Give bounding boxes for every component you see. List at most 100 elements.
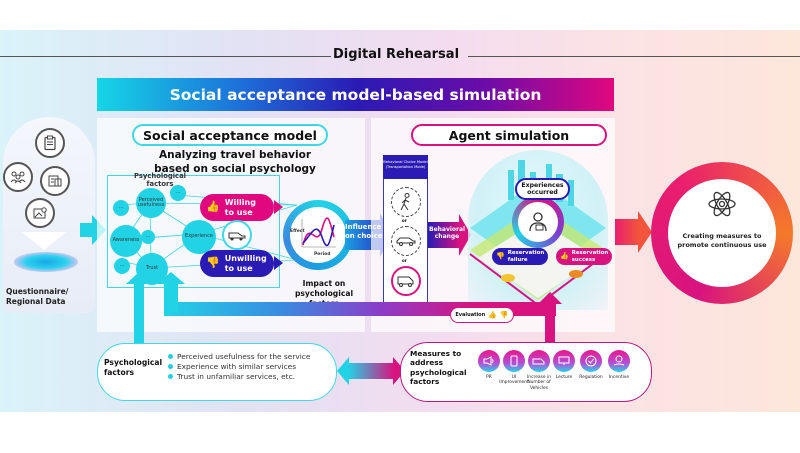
bullet-dot xyxy=(168,364,173,370)
unwilling-label: Unwilling to use xyxy=(224,254,267,273)
unwilling-arrow-head xyxy=(274,256,283,270)
agent-feedback-arrow-head xyxy=(538,292,562,304)
list-item: Experience with similar services xyxy=(168,362,310,372)
outcome-arrow xyxy=(615,219,639,245)
clipboard-icon xyxy=(35,128,65,158)
smartphone-icon xyxy=(503,350,525,372)
measure-label-pr: PR xyxy=(486,375,492,380)
thumbs-up-icon: 👍 xyxy=(206,200,220,214)
reservation-success-badge: 👍 Reservation success xyxy=(556,248,612,265)
input-label-line2: Regional Data xyxy=(6,297,66,307)
map-pin-icon xyxy=(25,198,55,228)
outcome-line1: Creating measures to xyxy=(682,232,762,240)
subtitle-line2: based on social psychology xyxy=(154,162,316,175)
thumbs-down-icon: 👎 xyxy=(496,252,505,261)
down-arrow xyxy=(22,232,66,250)
thumbs-down-icon: 👎 xyxy=(499,311,509,319)
digital-rehearsal-title: Digital Rehearsal xyxy=(333,47,460,62)
network-title-line2: factors xyxy=(146,180,174,189)
outcome-line2: promote continuous use xyxy=(677,240,767,249)
van-option-icon xyxy=(391,266,421,296)
data-platform xyxy=(14,252,78,272)
thumbs-up-icon: 👍 xyxy=(560,252,569,261)
bullet-dot xyxy=(168,374,173,380)
reservation-failure-label: Reservation failure xyxy=(507,250,545,263)
network-node-perceived-usefulness: Perceived usefulness xyxy=(136,188,166,218)
outcome-center xyxy=(668,179,776,287)
title-divider-left xyxy=(0,56,331,57)
measure-label-increase-vehicles: Increase in Number of Vehicles xyxy=(527,375,551,391)
graph-period-label: Period xyxy=(314,252,331,257)
or-label: or xyxy=(402,258,407,263)
person-laptop-icon xyxy=(518,202,558,242)
evaluation-label: Evaluation xyxy=(455,312,486,318)
willing-label: Willing to use xyxy=(224,198,256,217)
measures-title: Measures to address psychological factor… xyxy=(410,349,467,387)
impact-graph xyxy=(290,207,346,263)
choice-model-line2: (Transportation Mode) xyxy=(385,165,426,170)
measures-title-line4: factors xyxy=(410,377,440,387)
measure-label-regulation: Regulation xyxy=(579,375,603,380)
willing-to-use-badge: 👍 Willing to use xyxy=(200,194,274,221)
influence-label: Influence on choices xyxy=(345,223,387,240)
walking-icon xyxy=(391,187,421,217)
list-item: Perceived usefulness for the service xyxy=(168,352,310,362)
network-node-experience: Experience xyxy=(182,220,216,254)
graph-effect-label: Effect xyxy=(290,229,305,234)
building-icon xyxy=(40,166,70,196)
bullet-dot xyxy=(168,354,173,360)
psych-link-arrow-head xyxy=(126,272,152,284)
psych-network-box xyxy=(107,175,280,288)
network-title: Psychological factors xyxy=(125,172,195,189)
measure-label-ui-improvement: UI Improvement xyxy=(499,375,529,386)
agent-feedback-line xyxy=(545,304,555,344)
feedback-loop-corner xyxy=(164,282,178,312)
reservation-success-label: Reservation success xyxy=(571,250,609,263)
feedback-arrow-head xyxy=(157,272,185,284)
evaluation-badge: Evaluation 👍 👎 xyxy=(450,307,514,323)
input-label: Questionnaire/ Regional Data xyxy=(6,287,68,307)
network-node-ellipsis: ... xyxy=(170,185,186,201)
social-model-subtitle: Analyzing travel behavior based on socia… xyxy=(150,149,320,176)
coin-hand-icon xyxy=(608,350,630,372)
double-arrow-left-head xyxy=(337,357,349,385)
thumbs-up-icon: 👍 xyxy=(488,311,497,319)
outcome-arrow-head xyxy=(638,211,652,253)
measures-title-line3: psychological xyxy=(410,367,467,377)
bullet-text: Perceived usefulness for the service xyxy=(177,352,311,361)
unwilling-to-use-badge: 👎 Unwilling to use xyxy=(200,250,274,277)
impact-line2: psychological xyxy=(294,288,354,298)
choice-model-line1: Behavioral Choice Model xyxy=(383,160,428,164)
experiences-line2: occurred xyxy=(527,189,558,196)
psych-factors-title-line1: Psychological xyxy=(104,358,163,367)
atom-icon xyxy=(706,188,738,224)
checkmark-icon xyxy=(580,350,602,372)
simulation-banner: Social acceptance model-based simulation xyxy=(97,78,614,111)
title-divider-right xyxy=(468,56,800,57)
psych-factors-title: Psychological factors xyxy=(104,358,162,379)
psych-link-line xyxy=(134,284,144,344)
van-icon xyxy=(528,350,550,372)
experiences-line1: Experiences xyxy=(521,181,564,189)
social-model-title: Social acceptance model xyxy=(132,124,328,146)
car-icon xyxy=(391,226,421,256)
double-arrow-shaft xyxy=(348,363,394,379)
people-group-icon xyxy=(3,162,33,192)
psych-factors-title-line2: factors xyxy=(104,368,135,378)
list-item: Trust in unfamiliar services, etc. xyxy=(168,372,310,382)
agent-simulation-title: Agent simulation xyxy=(411,124,607,146)
willing-arrow-head xyxy=(274,200,283,214)
input-arrow xyxy=(80,223,94,237)
network-node-ellipsis: ... xyxy=(114,258,130,274)
measure-label-incentive: Incentive xyxy=(608,375,630,380)
psych-factors-box xyxy=(97,343,337,401)
outcome-label: Creating measures to promote continuous … xyxy=(670,232,774,250)
network-node-ellipsis: ... xyxy=(113,200,129,216)
bullet-text: Trust in unfamiliar services, etc. xyxy=(177,371,295,381)
reservation-failure-badge: 👎 Reservation failure xyxy=(492,248,548,265)
bullet-text: Experience with similar services xyxy=(177,361,297,371)
network-node-ellipsis: ... xyxy=(141,230,155,244)
input-label-line1: Questionnaire/ xyxy=(6,287,69,296)
choice-model-header: Behavioral Choice Model (Transportation … xyxy=(383,155,428,179)
presentation-icon xyxy=(553,350,575,372)
